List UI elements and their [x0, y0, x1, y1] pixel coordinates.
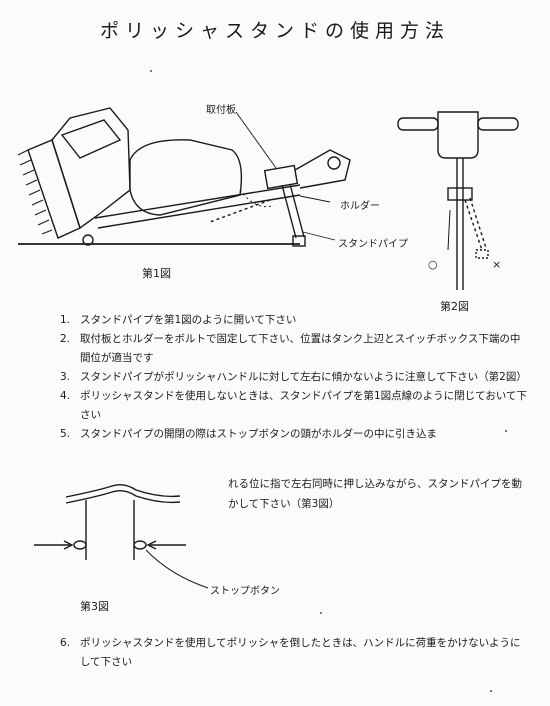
- figure1-drawing: [17, 107, 351, 247]
- scan-speck: [320, 612, 322, 614]
- step5-continued: れる位に指で左右同時に押し込みながら、スタンドパイプを動かして下さい（第3図）: [228, 478, 522, 510]
- figure2-drawing: [397, 111, 519, 290]
- step-text: ポリッシャスタンドを使用しないときは、スタンドパイプを第1図点線のように閉じてお…: [80, 390, 528, 421]
- step-text: スタンドパイプの開閉の際はストップボタンの頭がホルダーの中に引き込ま: [80, 428, 437, 440]
- step-item: 4. ポリッシャスタンドを使用しないときは、スタンドパイプを第1図点線のように閉…: [60, 387, 530, 425]
- step-item: 2. 取付板とホルダーをボルトで固定して下さい、位置はタンク上辺とスイッチボック…: [60, 330, 530, 368]
- step-item: 5. スタンドパイプの開閉の際はストップボタンの頭がホルダーの中に引き込ま: [60, 425, 530, 444]
- label-mounting-plate: 取付板: [206, 105, 236, 116]
- step-number: 5.: [60, 428, 71, 440]
- scan-speck: [505, 430, 507, 432]
- label-stand-pipe: スタンドパイプ: [338, 239, 408, 250]
- figure2-caption: 第2図: [440, 300, 469, 313]
- step-number: 6.: [60, 637, 71, 649]
- step-text: スタンドパイプを第1図のように開いて下さい: [80, 314, 297, 326]
- step-text: ポリッシャスタンドを使用してポリッシャを倒したときは、ハンドルに荷重をかけないよ…: [80, 637, 521, 668]
- step-number: 1.: [60, 314, 71, 326]
- step-text: 取付板とホルダーをボルトで固定して下さい、位置はタンク上辺とスイッチボックス下端…: [80, 333, 521, 364]
- scan-speck: [150, 70, 152, 72]
- figure1-caption: 第1図: [142, 267, 171, 280]
- step-item: 6. ポリッシャスタンドを使用してポリッシャを倒したときは、ハンドルに荷重をかけ…: [60, 634, 530, 672]
- scan-speck: [490, 690, 492, 692]
- step-number: 4.: [60, 390, 71, 402]
- step-item: 1. スタンドパイプを第1図のように開いて下さい: [60, 311, 530, 330]
- label-stop-button: ストップボタン: [210, 586, 280, 597]
- instruction-steps: 1. スタンドパイプを第1図のように開いて下さい 2. 取付板とホルダーをボルト…: [60, 311, 530, 444]
- figure2-mark-ok: ○: [428, 258, 438, 271]
- page-title: ポリッシャスタンドの使用方法: [99, 20, 450, 42]
- figure3-drawing: [34, 483, 209, 589]
- figure2-mark-ng: ×: [492, 258, 502, 271]
- step-text: スタンドパイプがポリッシャハンドルに対して左右に傾かないように注意して下さい（第…: [80, 371, 527, 383]
- label-holder: ホルダー: [340, 201, 380, 212]
- step-number: 3.: [60, 371, 71, 383]
- step-item: 3. スタンドパイプがポリッシャハンドルに対して左右に傾かないように注意して下さ…: [60, 368, 530, 387]
- figure3-caption: 第3図: [80, 600, 109, 613]
- step-6: 6. ポリッシャスタンドを使用してポリッシャを倒したときは、ハンドルに荷重をかけ…: [60, 634, 530, 672]
- step-number: 2.: [60, 333, 71, 345]
